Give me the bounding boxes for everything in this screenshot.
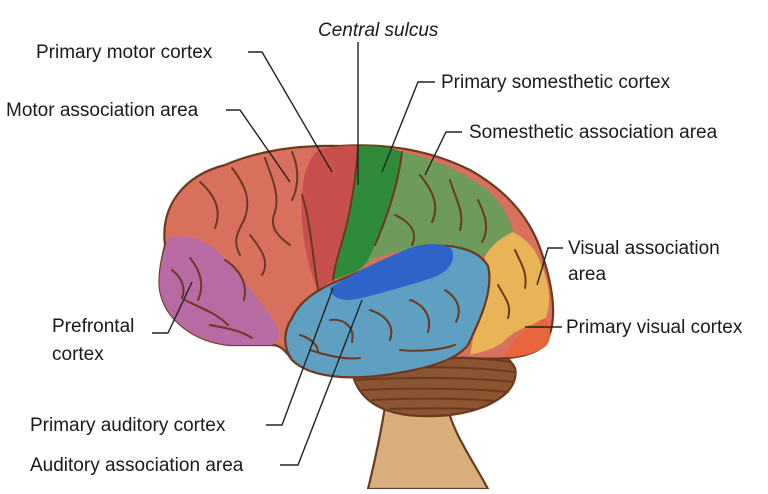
label-primary-somesthetic-cortex: Primary somesthetic cortex — [441, 72, 671, 93]
label-visual-association-line1: Visual association — [568, 238, 720, 259]
prefrontal-region — [159, 235, 280, 345]
primary-somesthetic-region — [333, 145, 402, 280]
label-motor-association-area: Motor association area — [6, 100, 199, 121]
primary-visual-region — [505, 318, 551, 358]
motor-association-leader — [226, 109, 291, 183]
primary-motor-leader — [248, 51, 333, 173]
primary-auditory-leader — [266, 287, 334, 426]
label-primary-visual-cortex: Primary visual cortex — [566, 317, 743, 338]
auditory-association-leader — [280, 299, 363, 466]
prefrontal-leader — [152, 281, 193, 334]
label-auditory-association-area: Auditory association area — [30, 455, 244, 476]
leader-lines — [152, 42, 563, 466]
label-primary-motor-cortex: Primary motor cortex — [36, 42, 213, 63]
label-primary-auditory-cortex: Primary auditory cortex — [30, 415, 226, 436]
primary-somesthetic-leader — [381, 81, 435, 173]
label-visual-association-line2: area — [568, 264, 606, 285]
label-prefrontal-line1: Prefrontal — [52, 316, 134, 337]
visual-association-region — [470, 232, 550, 355]
visual-association-leader — [536, 247, 563, 286]
label-prefrontal-line2: cortex — [52, 344, 104, 365]
somesthetic-association-leader — [424, 131, 462, 176]
primary-auditory-region — [330, 244, 454, 300]
primary-motor-region — [301, 145, 358, 290]
label-central-sulcus: Central sulcus — [318, 20, 439, 41]
label-somesthetic-association-area: Somesthetic association area — [469, 122, 718, 143]
